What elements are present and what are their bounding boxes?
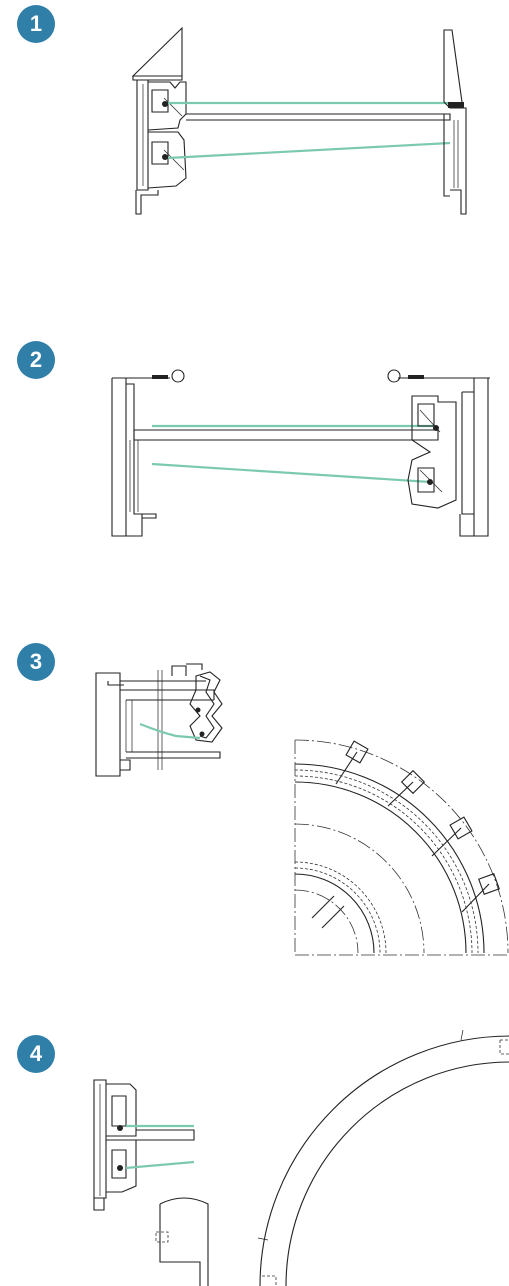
step-2-badge: 2 — [17, 341, 55, 379]
step-4-number: 4 — [29, 1041, 43, 1066]
step-1-number: 1 — [29, 11, 43, 36]
drawing-2-glazing-section — [111, 369, 490, 537]
drawing-3-section — [95, 663, 223, 777]
step-3-badge: 3 — [17, 643, 55, 681]
step-2-number: 2 — [29, 347, 43, 372]
drawing-1-glazing-section — [131, 26, 467, 215]
step-3-number: 3 — [29, 649, 43, 674]
drawing-4-quarter-plan — [257, 1029, 509, 1286]
drawing-4-section — [93, 1079, 209, 1286]
step-4-badge: 4 — [17, 1035, 55, 1073]
drawing-3-quarter-plan — [294, 739, 509, 956]
step-1-badge: 1 — [17, 5, 55, 43]
